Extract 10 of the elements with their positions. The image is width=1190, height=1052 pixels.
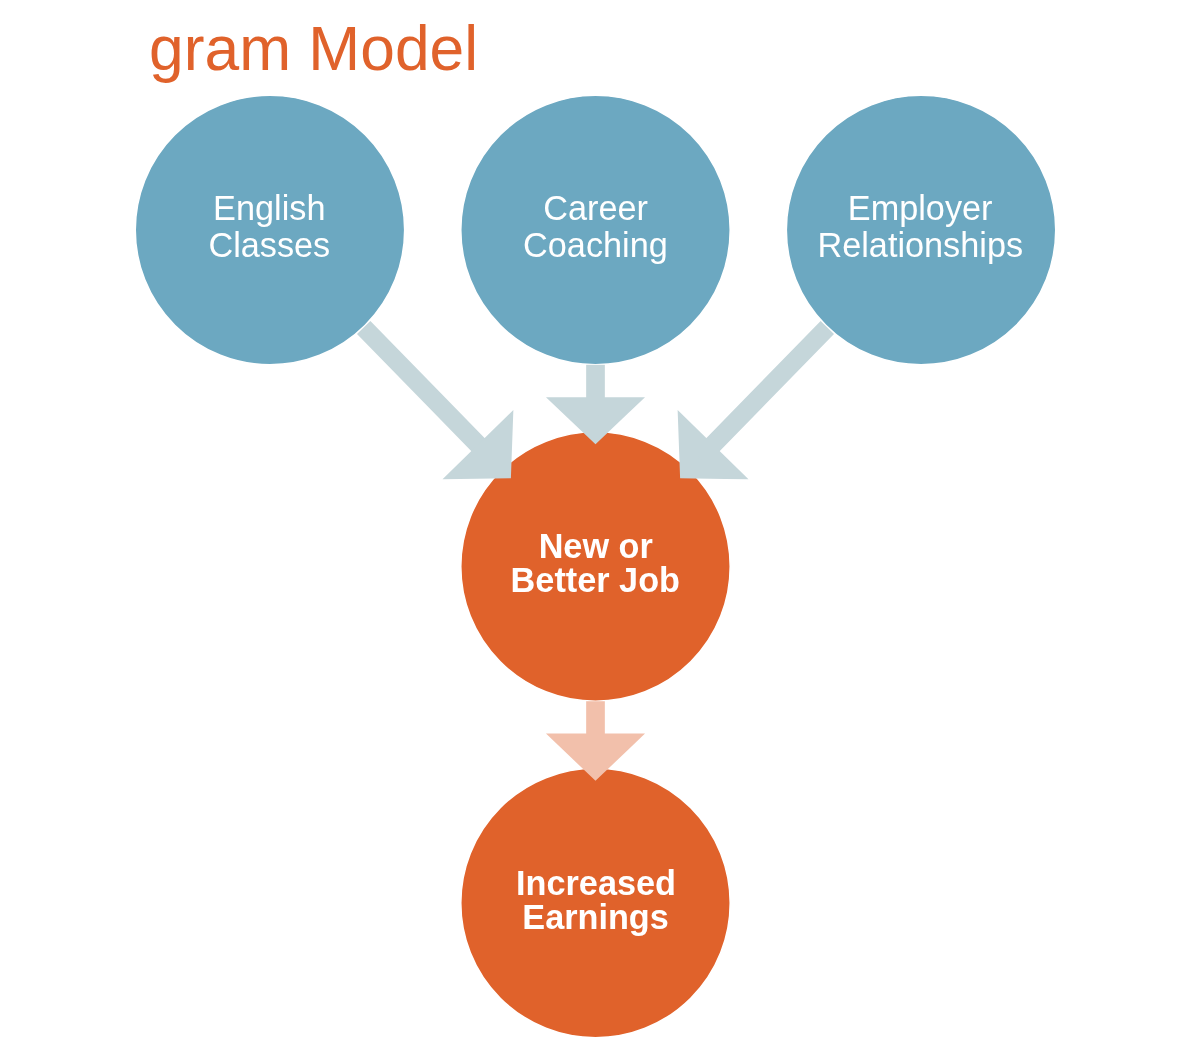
node-circle: Career Coaching	[459, 94, 731, 366]
arrow	[545, 701, 645, 781]
arrow	[545, 364, 645, 445]
node-circle: Employer Relationships	[785, 94, 1057, 366]
arrow	[677, 321, 834, 480]
node-circle: English Classes	[133, 94, 405, 366]
diagram-title: gram Model	[148, 14, 478, 84]
node-circle: New or Better Job	[459, 431, 731, 702]
node-circle: Increased Earnings	[459, 767, 731, 1039]
arrow	[356, 321, 513, 480]
